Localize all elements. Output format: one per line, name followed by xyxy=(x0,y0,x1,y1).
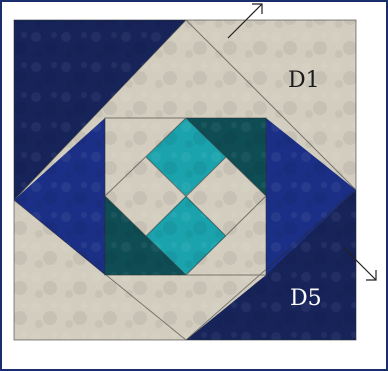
label-d1: D1 xyxy=(288,68,320,93)
arrow-up-right-icon xyxy=(227,3,263,39)
label-d5: D5 xyxy=(290,286,322,311)
arrow-down-right-icon xyxy=(343,247,377,281)
fabric-texture xyxy=(14,20,356,340)
seam-lines xyxy=(13,19,357,341)
